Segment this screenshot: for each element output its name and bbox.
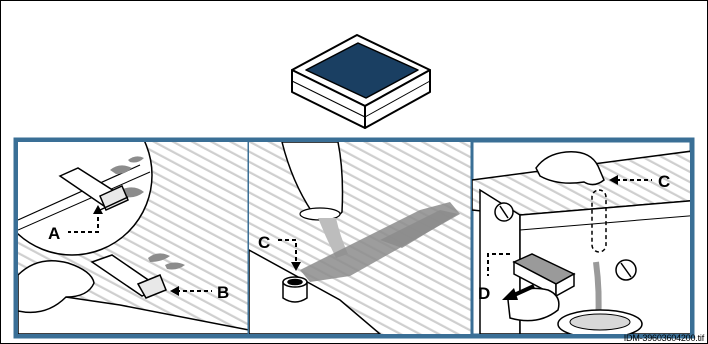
cleaning-cup-icon — [282, 276, 308, 303]
callout-label-c-left: C — [258, 233, 270, 252]
scraper-icon — [58, 167, 129, 211]
control-knob-icon — [494, 202, 514, 222]
callout-label-c-right: C — [658, 172, 670, 191]
callout-label-d: D — [478, 284, 490, 303]
document-code: IDM-39603604200.tif — [623, 333, 704, 343]
callout-label-a: A — [48, 224, 60, 243]
callout-label-b: B — [217, 283, 229, 302]
callout-d: D — [478, 253, 535, 303]
callout-c-right: C — [609, 172, 670, 191]
callout-a: A — [48, 205, 103, 243]
callout-c-left: C — [258, 233, 301, 271]
hand-icon — [18, 260, 95, 314]
cleaning-pad-icon — [291, 34, 431, 129]
panel-scraping — [18, 142, 249, 334]
panel-pouring — [249, 142, 472, 334]
grease-tray-icon — [512, 253, 576, 298]
callout-b: B — [170, 283, 229, 302]
